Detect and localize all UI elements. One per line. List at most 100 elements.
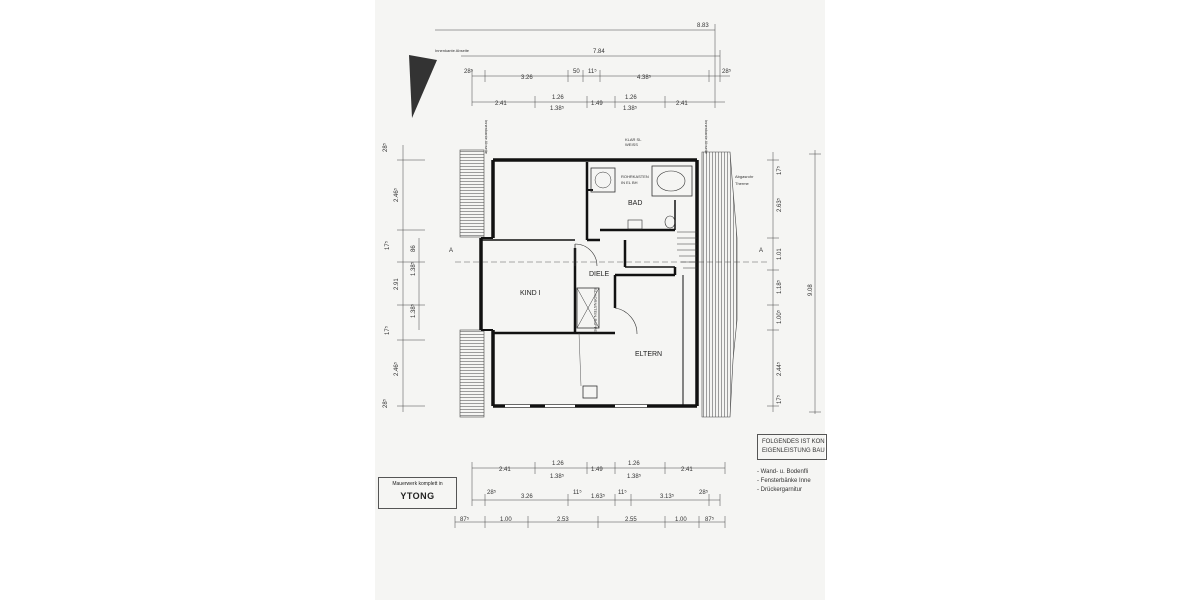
dim-bottom1-7: 2.41 [681, 467, 693, 473]
eave-top-left [459, 149, 485, 238]
bathtub-basin [656, 170, 686, 192]
dim-bottom2-5: 11⁵ [618, 489, 627, 496]
klar-sl-label: KLAR SL [625, 137, 642, 142]
dim-left-8: 17⁵ [384, 325, 391, 335]
dim-right-6: 2.44⁵ [776, 361, 783, 376]
innenkante-left-label: Innenkante Abseite [484, 120, 489, 155]
north-arrow-icon [409, 55, 437, 118]
door-eltern [614, 307, 638, 335]
room-diele-label: DIELE [589, 271, 610, 278]
dim-top-6: 28⁵ [722, 68, 732, 75]
dim-bottom2-6: 3.13⁵ [660, 493, 675, 500]
notes-item-3: - Drückergarnitur [757, 487, 803, 493]
top-dimension-lines [435, 24, 730, 108]
dim-top-1: 28⁵ [464, 68, 474, 75]
room-bad-label: BAD [628, 200, 642, 207]
dim-bottom2-7: 28⁵ [699, 489, 709, 496]
dim-top2-6: 1.38⁵ [623, 105, 638, 112]
notes-title-box: FOLGENDES IST KON EIGENLEISTUNG BAU [757, 434, 827, 460]
dim-bottom1-6: 1.38⁵ [627, 473, 642, 480]
floor-plan: Innenkante Abseite 8.83 7.84 28⁵ 3.26 50… [382, 23, 821, 528]
stairs [677, 231, 697, 269]
dim-top2-4: 1.49 [591, 101, 603, 107]
dim-top2-2: 1.26 [552, 95, 564, 101]
notes-item-1: - Wand- u. Bodenfli [757, 469, 809, 475]
door-bath [574, 243, 598, 267]
dim-bottom2-4: 1.63⁵ [591, 493, 606, 500]
notes-panel: FOLGENDES IST KON EIGENLEISTUNG BAU - Wa… [757, 434, 827, 504]
notes-title-1: FOLGENDES IST KON [762, 439, 825, 445]
rohrkaster-label: ROHRKASTEN [621, 174, 649, 179]
left-dimension-lines [397, 145, 425, 412]
dim-bottom2-3: 11⁵ [573, 489, 582, 496]
shower-tray [594, 171, 612, 189]
washbasin [627, 219, 643, 230]
dim-top-3: 50 [573, 69, 580, 75]
innenkante-top-label: Innenkante Abseite [435, 48, 470, 53]
dim-top-2: 3.26 [521, 75, 533, 81]
chimney-label: SCHORNSTEIN-RAPPE [593, 288, 598, 332]
notes-title-2: EIGENLEISTUNG BAU [762, 448, 825, 454]
dim-top-4: 11⁵ [588, 68, 597, 75]
chimney [576, 287, 600, 329]
dim-right-5: 1.00⁵ [776, 309, 783, 324]
dim-right-3: 1.01 [777, 248, 783, 260]
bottom-dimension-lines [454, 462, 726, 528]
dim-bottom1-1: 2.41 [499, 467, 511, 473]
dim-bottom3-1: 87⁵ [460, 516, 470, 523]
el-bh-label: IN EL BH [621, 180, 638, 185]
dim-right-4: 1.18⁵ [776, 279, 783, 294]
floor-plan-walls [479, 158, 699, 408]
abgasrohr-label: Abgasrohr [735, 174, 754, 179]
room-eltern-label: ELTERN [635, 351, 662, 358]
toilet [664, 215, 676, 229]
dim-top2-1: 2.41 [495, 101, 507, 107]
eave-right [701, 151, 738, 418]
dim-bottom1-4: 1.49 [591, 467, 603, 473]
dim-left-6: 2.91 [394, 278, 400, 290]
dim-bottom1-3: 1.38⁵ [550, 473, 565, 480]
plan-sheet: Innenkante Abseite 8.83 7.84 28⁵ 3.26 50… [375, 0, 827, 600]
dim-bottom3-6: 87⁵ [705, 516, 715, 523]
dim-right-1: 17⁵ [776, 165, 783, 175]
dim-bottom1-2: 1.26 [552, 461, 564, 467]
ytong-line-1: Mauerwerk komplett in [392, 481, 443, 487]
dim-left-2: 2.46⁵ [393, 187, 400, 202]
dim-left-4: 86 [411, 245, 417, 252]
therme-label: Therme [735, 181, 750, 186]
right-dimension-lines [767, 150, 821, 414]
ytong-box: Mauerwerk komplett in YTONG [378, 477, 457, 509]
notes-item-2: - Fensterbänke Inne [757, 478, 811, 484]
dim-left-1: 28⁵ [382, 142, 389, 152]
ytong-line-2: YTONG [400, 491, 435, 501]
room-kind-label: KIND I [520, 290, 541, 297]
dim-bottom1-5: 1.26 [628, 461, 640, 467]
eave-bottom-left [459, 329, 485, 418]
dim-bottom3-2: 1.00 [500, 517, 512, 523]
bathtub [651, 165, 693, 197]
dim-left-3: 17⁵ [384, 240, 391, 250]
dim-overall-width: 8.83 [697, 23, 709, 29]
dim-top-5: 4.38⁵ [637, 74, 652, 81]
dim-bottom3-3: 2.53 [557, 517, 569, 523]
dim-left-9: 2.46⁵ [393, 361, 400, 376]
dim-left-5: 1.38⁵ [410, 261, 417, 276]
dim-top2-5: 1.26 [625, 95, 637, 101]
innenkante-right-label: Innenkante Abseite [704, 120, 709, 155]
dim-left-10: 28⁵ [382, 398, 389, 408]
dim-top2-7: 2.41 [676, 101, 688, 107]
shower [590, 167, 616, 193]
dim-left-7: 1.38⁵ [410, 303, 417, 318]
weiss-label: WEISS [625, 142, 638, 147]
dim-bottom3-4: 2.55 [625, 517, 637, 523]
dim-bottom2-1: 28⁵ [487, 489, 497, 496]
section-a-right: A [759, 248, 763, 254]
dim-right-7: 17⁵ [776, 394, 783, 404]
notes-list: - Wand- u. Bodenfli - Fensterbänke Inne … [757, 468, 827, 495]
dim-right-overall: 9.08 [808, 284, 814, 296]
dim-right-2: 2.63⁵ [776, 197, 783, 212]
dim-inner-width: 7.84 [593, 49, 605, 55]
section-a-left: A [449, 248, 453, 254]
dim-bottom3-5: 1.00 [675, 517, 687, 523]
heater [582, 385, 598, 399]
